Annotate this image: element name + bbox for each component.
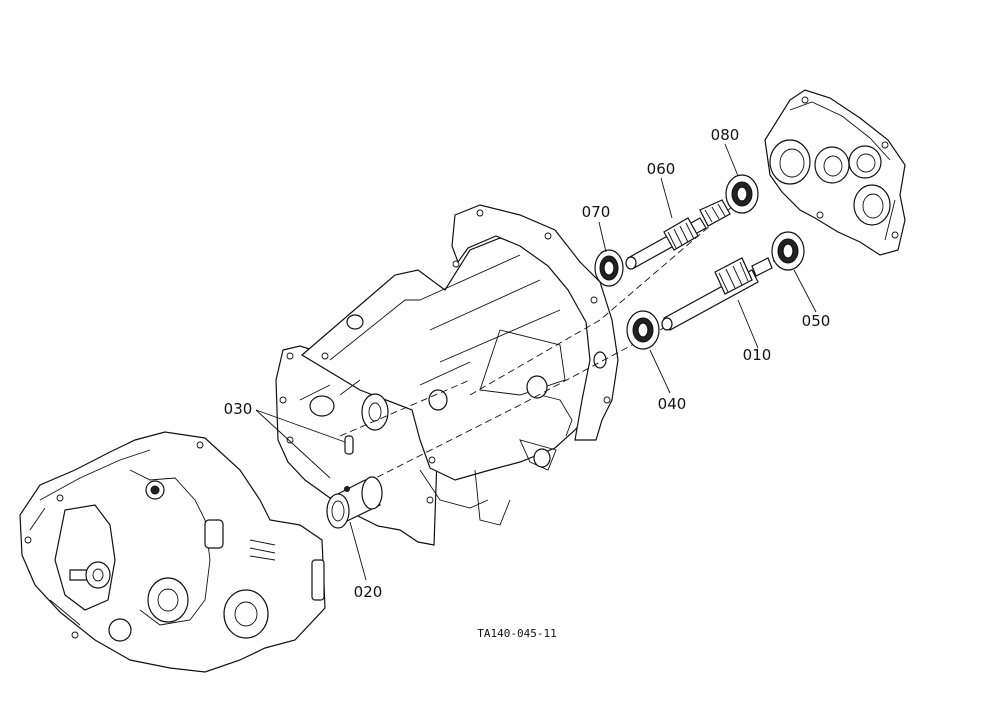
rear-housing xyxy=(19,431,326,673)
pin-030 xyxy=(344,435,354,455)
bearing-080 xyxy=(725,174,759,214)
callout-050: 050 xyxy=(802,312,831,330)
callout-020: 020 xyxy=(354,583,383,601)
front-cover xyxy=(764,89,906,256)
drawing-code: TA140-045-11 xyxy=(477,627,556,640)
shaft-060 xyxy=(625,199,731,270)
callout-080: 080 xyxy=(711,126,740,144)
callout-070: 070 xyxy=(582,203,611,221)
bearing-070 xyxy=(594,249,624,287)
transmission-case xyxy=(275,204,619,546)
shaft-010 xyxy=(661,257,773,331)
bearing-040 xyxy=(626,310,660,350)
bearing-050 xyxy=(771,231,805,271)
sleeve-020 xyxy=(326,476,383,529)
callout-030: 030 xyxy=(224,400,253,418)
callout-040: 040 xyxy=(658,395,687,413)
callout-010: 010 xyxy=(743,346,772,364)
callout-060: 060 xyxy=(647,160,676,178)
